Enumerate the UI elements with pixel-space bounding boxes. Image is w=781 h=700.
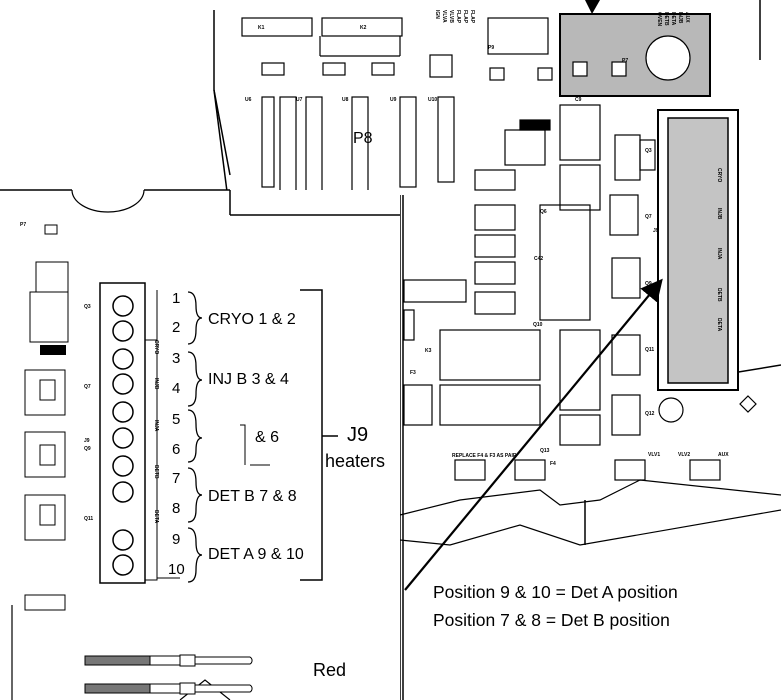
pin-number-7: 7: [172, 470, 181, 487]
group-label-inj-b: INJ B 3 & 4: [208, 371, 289, 388]
j9-connector-highlight: [657, 109, 739, 391]
pin-number-5: 5: [172, 411, 181, 428]
pin-number-1: 1: [172, 290, 181, 307]
pointer-arrow: [404, 278, 663, 591]
svg-text:FLAP: FLAP: [469, 10, 475, 24]
svg-text:Q3: Q3: [645, 148, 652, 154]
svg-text:VLVA: VLVA: [441, 10, 447, 23]
svg-text:FLAP: FLAP: [462, 10, 468, 24]
svg-text:DETB: DETB: [663, 12, 669, 26]
svg-text:P7: P7: [622, 58, 628, 64]
svg-text:DETA: DETA: [716, 318, 722, 332]
svg-text:F4: F4: [550, 461, 556, 467]
svg-text:U10: U10: [428, 97, 437, 103]
top-components: [241, 13, 711, 97]
wire-pins: [84, 654, 253, 695]
pin-number-9: 9: [172, 531, 181, 548]
top-arrow: [585, 0, 600, 14]
svg-text:AUX: AUX: [684, 12, 690, 23]
svg-text:CRYO: CRYO: [153, 340, 159, 354]
connector-vertical-labels: IGN VLVA VLVB FLAP FLAP FLAP OVEN DETB D…: [434, 10, 722, 332]
heaters-label: heaters: [325, 451, 386, 471]
pin-number-8: 8: [172, 500, 181, 517]
pin-number-4: 4: [172, 380, 181, 397]
svg-text:C9: C9: [575, 97, 582, 103]
group-label-det-b: DET B 7 & 8: [208, 488, 297, 505]
pin-brackets: [187, 291, 203, 583]
wire-color-label: Red: [313, 660, 347, 680]
inset-label-q9: Q9: [84, 446, 91, 452]
group-label-inj-a: & 6: [255, 429, 280, 446]
svg-text:INJB: INJB: [677, 12, 683, 24]
svg-text:C42: C42: [534, 256, 543, 262]
pin-number-3: 3: [172, 350, 181, 367]
svg-text:Q13: Q13: [540, 448, 550, 454]
inset-label-q3: Q3: [84, 304, 91, 310]
inset-pin-holes: [112, 295, 134, 576]
svg-text:J9: J9: [653, 228, 659, 234]
svg-text:INJB: INJB: [716, 208, 722, 220]
svg-text:Q6: Q6: [540, 209, 547, 215]
svg-text:INJA: INJA: [153, 420, 159, 432]
p8-label: P8: [353, 130, 373, 147]
svg-text:FLAP: FLAP: [455, 10, 461, 24]
group-label-det-a: DET A 9 & 10: [208, 546, 304, 563]
j9-bracket: [300, 289, 338, 581]
svg-text:Q11: Q11: [645, 347, 654, 353]
svg-text:VLVB: VLVB: [448, 10, 454, 23]
svg-text:REPLACE F4 & F3 AS PAIR: REPLACE F4 & F3 AS PAIR: [452, 453, 517, 459]
pin-number-6: 6: [172, 441, 181, 458]
svg-text:Q10: Q10: [533, 322, 543, 328]
pin-number-10: 10: [168, 561, 185, 578]
inset-label-q7: Q7: [84, 384, 91, 390]
note-det-a-position: Position 9 & 10 = Det A position: [433, 582, 678, 602]
svg-text:P9: P9: [488, 45, 494, 51]
group-label-cryo: CRYO 1 & 2: [208, 311, 296, 328]
note-det-b-position: Position 7 & 8 = Det B position: [433, 610, 670, 630]
svg-text:Q9: Q9: [645, 281, 652, 287]
svg-text:U8: U8: [342, 97, 349, 103]
svg-text:CRYO: CRYO: [716, 168, 722, 182]
inset-panel: P7 Q3 Q7 J9 Q9 Q11 CRYO INJB INJA DETB D…: [0, 189, 400, 700]
svg-text:U7: U7: [296, 97, 303, 103]
svg-text:INJB: INJB: [153, 378, 159, 390]
svg-text:AUX: AUX: [718, 452, 729, 458]
svg-text:DETA: DETA: [153, 510, 159, 524]
svg-text:DETB: DETB: [153, 465, 159, 479]
inset-label-q11: Q11: [84, 516, 93, 522]
svg-text:IGN: IGN: [434, 10, 440, 19]
svg-text:Q7: Q7: [645, 214, 652, 220]
svg-text:U6: U6: [245, 97, 252, 103]
svg-text:DETB: DETB: [716, 288, 722, 302]
svg-text:VLV1: VLV1: [648, 452, 660, 458]
svg-text:K3: K3: [425, 348, 432, 354]
svg-text:K1: K1: [258, 25, 265, 31]
transistors: [609, 134, 757, 436]
svg-text:INJA: INJA: [716, 248, 722, 260]
svg-text:Q12: Q12: [645, 411, 655, 417]
svg-text:K2: K2: [360, 25, 367, 31]
svg-text:VLV2: VLV2: [678, 452, 690, 458]
j9-heaters-label: J9: [347, 424, 369, 446]
inset-label-p7: P7: [20, 222, 26, 228]
pin-number-2: 2: [172, 319, 181, 336]
svg-text:OVEN: OVEN: [656, 12, 662, 27]
svg-text:DETA: DETA: [670, 12, 676, 26]
svg-text:U9: U9: [390, 97, 397, 103]
inset-label-j9: J9: [84, 438, 90, 444]
svg-text:F3: F3: [410, 370, 416, 376]
